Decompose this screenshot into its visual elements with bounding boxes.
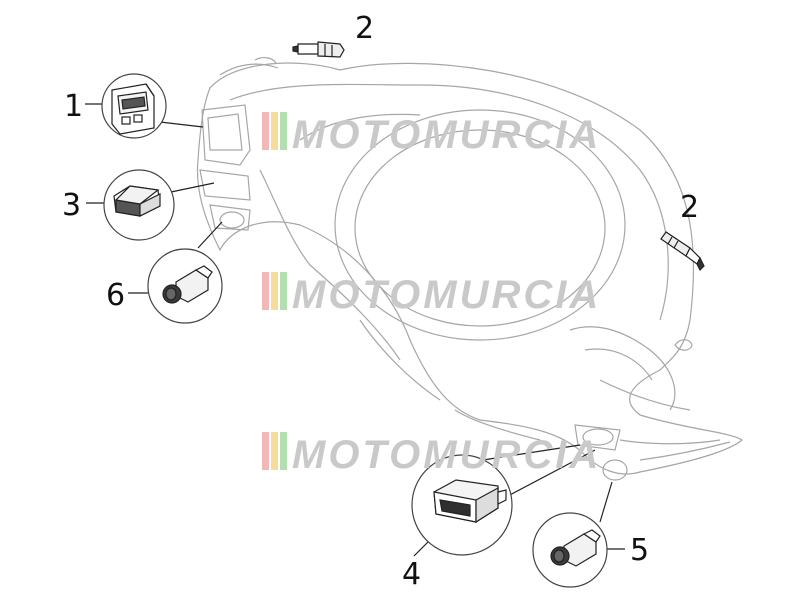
part-5-push-button: [550, 529, 601, 567]
leader-lines: [85, 103, 625, 557]
part-2-bulb-right: [660, 231, 705, 272]
watermark-middle: MOTOMURCIA: [262, 272, 601, 317]
part-3-rocker-switch: [113, 185, 161, 217]
watermark-bottom: MOTOMURCIA: [262, 432, 601, 477]
callout-2-right: 2: [680, 190, 699, 225]
callout-2-top: 2: [355, 11, 374, 46]
handlebar-cover-outline: [196, 57, 744, 481]
part-2-bulb-top: [292, 41, 345, 58]
part-1-switch: [111, 83, 155, 135]
part-6-push-button: [162, 265, 213, 304]
watermark-text: MOTOMURCIA: [292, 113, 601, 157]
callout-1: 1: [64, 89, 83, 124]
watermark-top: MOTOMURCIA: [262, 112, 601, 157]
callout-3: 3: [62, 188, 81, 223]
watermark-text: MOTOMURCIA: [292, 433, 601, 477]
part-4-switch: [433, 479, 507, 524]
callout-5: 5: [630, 533, 649, 568]
callout-4: 4: [402, 557, 421, 592]
callout-6: 6: [106, 278, 125, 313]
watermark-text: MOTOMURCIA: [292, 273, 601, 317]
